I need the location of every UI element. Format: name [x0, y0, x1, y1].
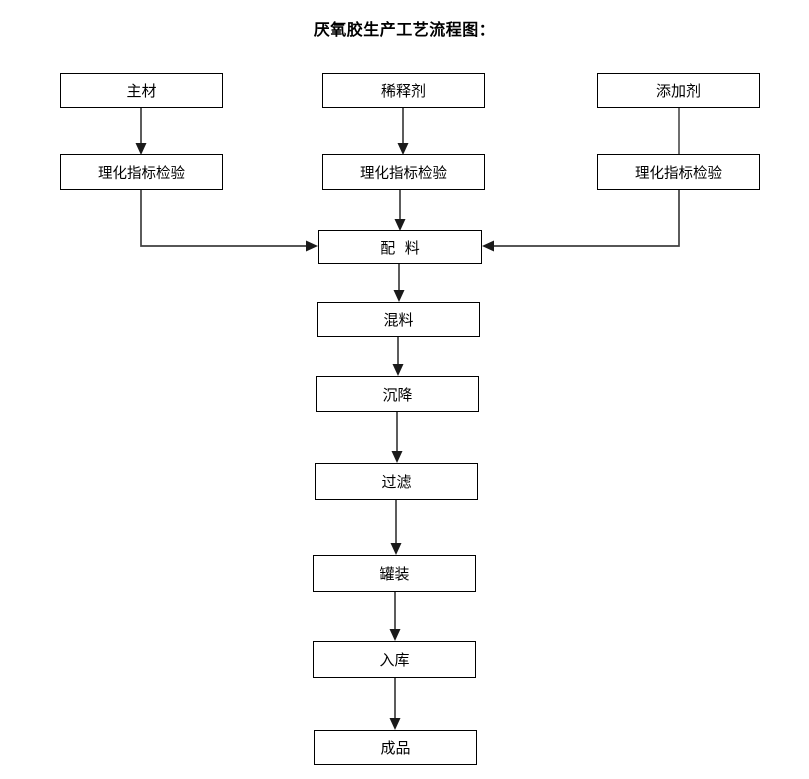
- edge-settling-to-filtration: [391, 412, 403, 463]
- edge-mixing-to-settling: [392, 337, 404, 376]
- node-main-material[interactable]: 主材: [60, 73, 223, 108]
- node-inspection-left[interactable]: 理化指标检验: [60, 154, 223, 190]
- edge-main-material-to-inspection: [135, 108, 147, 155]
- node-filtration[interactable]: 过滤: [315, 463, 478, 500]
- edge-warehousing-to-finished: [389, 678, 401, 730]
- node-additive[interactable]: 添加剂: [597, 73, 760, 108]
- page-title: 厌氧胶生产工艺流程图：: [313, 20, 496, 39]
- edge-batching-to-mixing: [393, 264, 405, 302]
- node-mixing[interactable]: 混料: [317, 302, 480, 337]
- node-filling[interactable]: 罐装: [313, 555, 476, 592]
- node-diluent[interactable]: 稀释剂: [322, 73, 485, 108]
- edge-filtration-to-filling: [390, 500, 402, 555]
- edge-inspection-right-to-batching: [482, 190, 680, 252]
- edge-diluent-to-inspection: [397, 108, 409, 155]
- node-settling[interactable]: 沉降: [316, 376, 479, 412]
- node-inspection-right[interactable]: 理化指标检验: [597, 154, 760, 190]
- node-finished-product[interactable]: 成品: [314, 730, 477, 765]
- node-inspection-center[interactable]: 理化指标检验: [322, 154, 485, 190]
- node-batching[interactable]: 配 料: [318, 230, 482, 264]
- node-warehousing[interactable]: 入库: [313, 641, 476, 678]
- edge-inspection-center-to-batching: [394, 190, 406, 231]
- edge-filling-to-warehousing: [389, 592, 401, 641]
- edge-inspection-left-to-batching: [140, 190, 318, 252]
